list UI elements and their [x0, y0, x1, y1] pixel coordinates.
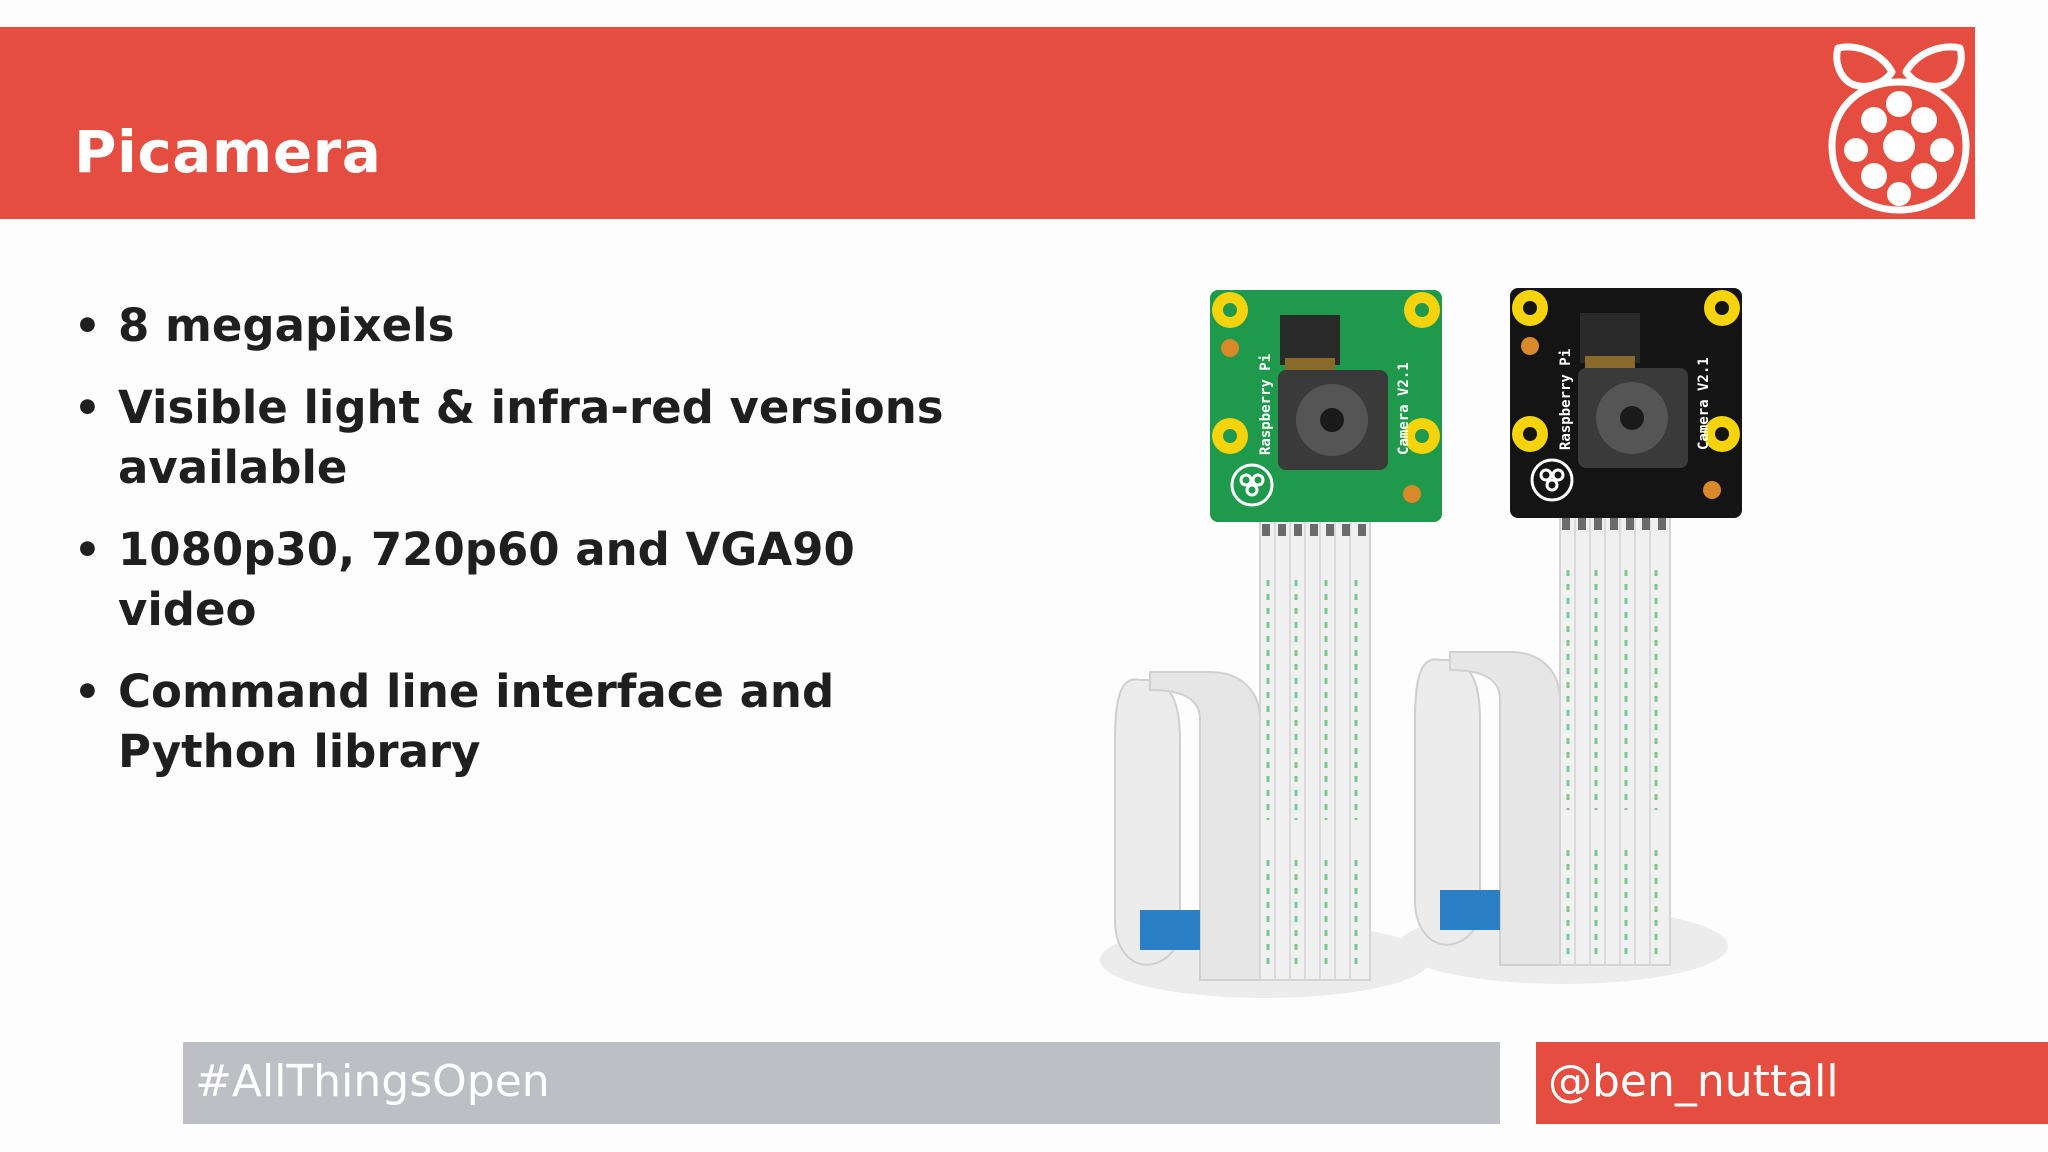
header-bar [0, 27, 1975, 219]
footer-hashtag: #AllThingsOpen [195, 1056, 550, 1107]
board-label-left: Raspberry Pi [1558, 349, 1574, 450]
camera-modules-image: Raspberry Pi Camera V2.1 [1100, 288, 1742, 998]
bullet-text: Command line interface and Python librar… [118, 665, 835, 778]
bullet-item: • 1080p30, 720p60 and VGA90 video [70, 520, 970, 640]
slide-title: Picamera [74, 118, 382, 186]
board-label-left: Raspberry Pi [1258, 354, 1274, 455]
bullet-text: Visible light & infra-red versions avail… [118, 381, 944, 494]
camera-module-green: Raspberry Pi Camera V2.1 [1114, 290, 1442, 981]
bullet-marker: • [74, 301, 101, 350]
footer-handle-bar: @ben_nuttall [1536, 1042, 2048, 1124]
bullet-item: • 8 megapixels [70, 296, 970, 356]
camera-module-black: Raspberry Pi Camera V2.1 [1414, 288, 1742, 966]
board-label-right: Camera V2.1 [1396, 362, 1412, 455]
bullet-marker: • [74, 383, 101, 432]
bullet-text: 1080p30, 720p60 and VGA90 video [118, 523, 855, 636]
bullet-text: 8 megapixels [118, 299, 455, 352]
bullet-marker: • [74, 667, 101, 716]
bullet-item: • Visible light & infra-red versions ava… [70, 378, 970, 498]
bullet-item: • Command line interface and Python libr… [70, 662, 970, 782]
footer-handle: @ben_nuttall [1548, 1056, 1839, 1107]
raspberry-pi-logo-icon [1828, 43, 1970, 214]
footer-hashtag-bar: #AllThingsOpen [183, 1042, 1500, 1124]
bullet-list: • 8 megapixels • Visible light & infra-r… [70, 296, 970, 804]
board-label-right: Camera V2.1 [1696, 357, 1712, 450]
bullet-marker: • [74, 525, 101, 574]
